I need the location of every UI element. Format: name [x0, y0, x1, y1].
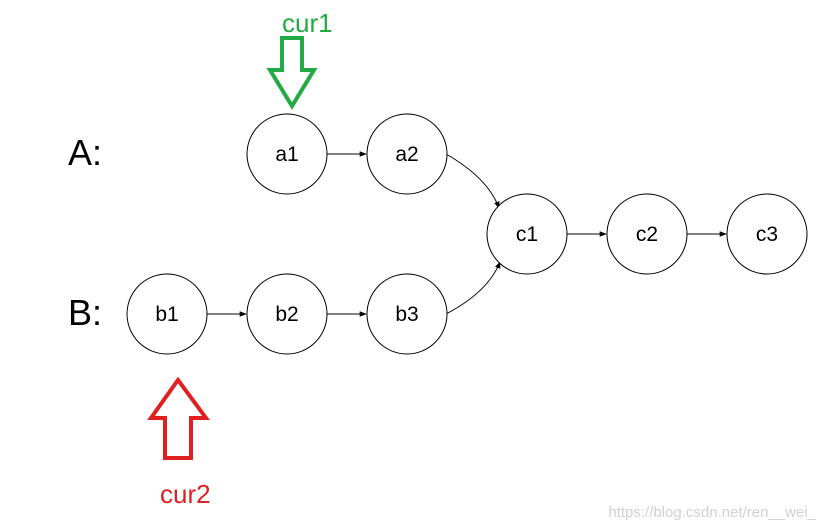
node-b3: b3 [366, 273, 448, 355]
node-label-c1: c1 [516, 223, 538, 246]
edge-b3-c1 [445, 261, 501, 315]
node-c2: c2 [606, 193, 688, 275]
cur1-down-arrow-icon [266, 36, 318, 110]
node-label-c2: c2 [636, 223, 658, 246]
node-a1: a1 [246, 113, 328, 195]
node-c1: c1 [486, 193, 568, 275]
node-label-b2: b2 [275, 303, 298, 326]
node-label-a2: a2 [395, 143, 418, 166]
row-label-a: A: [68, 132, 102, 173]
node-label-c3: c3 [756, 223, 778, 246]
edge-a2-c1 [445, 153, 500, 209]
node-a2: a2 [366, 113, 448, 195]
node-label-a1: a1 [275, 143, 298, 166]
row-label-b: B: [68, 292, 102, 333]
watermark-text: https://blog.csdn.net/ren__wei_ [608, 504, 816, 521]
cur1-label: cur1 [282, 8, 333, 38]
cur2-up-arrow-icon [147, 376, 210, 460]
node-label-b3: b3 [395, 303, 418, 326]
node-label-b1: b1 [155, 303, 178, 326]
node-b2: b2 [246, 273, 328, 355]
cur2-label: cur2 [160, 479, 211, 509]
node-b1: b1 [126, 273, 208, 355]
node-c3: c3 [726, 193, 808, 275]
